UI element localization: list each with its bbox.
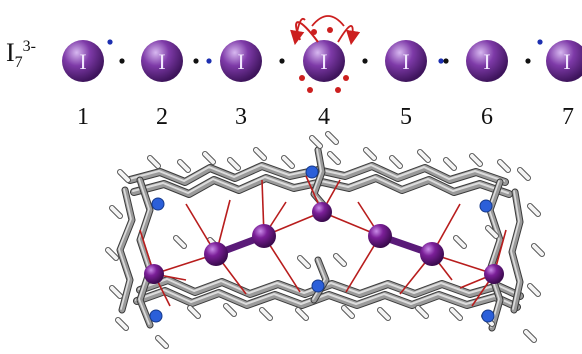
hydrogen-22: [224, 304, 236, 316]
left-arrow-head: [290, 17, 306, 46]
hydrogen-35: [326, 132, 338, 144]
lone-pair-electron-2: [327, 27, 333, 33]
atom-symbol-5: I: [402, 49, 409, 74]
nitrogen-1: [151, 197, 165, 211]
hydrogen-26: [378, 308, 390, 320]
hydrogen-10: [418, 150, 430, 162]
iodine-sphere-4: [312, 202, 332, 222]
atom-symbol-4: I: [320, 49, 327, 74]
hydrogen-31: [532, 244, 544, 256]
hydrogen-28: [450, 308, 462, 320]
hydrogen-36: [298, 256, 310, 268]
electron-atom-7: [537, 39, 543, 45]
iodine-atom-7: [546, 40, 582, 82]
hydrogen-37: [334, 254, 346, 266]
dot-2-3-black: [193, 58, 199, 64]
atom-number-4: 4: [318, 104, 330, 130]
hydrogen-16: [110, 206, 122, 218]
iodine-atom-3: [220, 40, 262, 82]
formula-label: I73-: [6, 38, 36, 72]
iodine-atom-5: [385, 40, 427, 82]
crystal-structure-rendering: [105, 131, 545, 349]
dot-3-4: [279, 58, 285, 64]
nitrogen-5: [311, 279, 325, 293]
lone-pair-electron-3: [299, 75, 305, 81]
hydrogen-20: [156, 336, 168, 348]
iodine-sphere-5: [368, 224, 392, 248]
hydrogen-13: [498, 160, 510, 172]
hydrogen-25: [342, 306, 354, 318]
nitrogen-4: [149, 309, 163, 323]
lone-pair-electron-6: [343, 75, 349, 81]
electron-atom-1: [107, 39, 113, 45]
dot-6-7: [525, 58, 531, 64]
iodine-atom-6: [466, 40, 508, 82]
right-curved-arrow: [337, 25, 361, 46]
iodine-atom-2: [141, 40, 183, 82]
hydrogen-32: [528, 284, 540, 296]
hydrogen-9: [390, 156, 402, 168]
hydrogen-27: [416, 306, 428, 318]
dot-5-6-blue: [438, 58, 444, 64]
hydrogen-33: [524, 330, 536, 342]
atom-number-6: 6: [481, 104, 493, 130]
iodine-atom-1: [62, 40, 104, 82]
hydrogen-30: [528, 204, 540, 216]
iodine-atom-4: [303, 40, 345, 82]
atom-number-7: 7: [562, 104, 574, 130]
dot-4-5: [362, 58, 368, 64]
nitrogen-3: [479, 199, 493, 213]
formula-base: I: [6, 38, 15, 67]
hydrogen-4: [228, 158, 240, 170]
hydrogen-7: [328, 152, 340, 164]
hydrogen-6: [282, 156, 294, 168]
hydrogen-12: [470, 154, 482, 166]
lone-pair-electron-4: [307, 87, 313, 93]
hydrogen-24: [296, 308, 308, 320]
atom-symbol-2: I: [158, 49, 165, 74]
hydrogen-18: [110, 286, 122, 298]
top-arrow-arc: [311, 15, 345, 27]
atom-symbol-6: I: [483, 49, 490, 74]
lone-pair-electron-5: [335, 87, 341, 93]
hydrogen-41: [486, 226, 498, 238]
nitrogen-2: [305, 165, 319, 179]
dot-1-2: [119, 58, 125, 64]
atom-number-5: 5: [400, 104, 412, 130]
hydrogen-17: [106, 248, 118, 260]
atom-symbol-3: I: [237, 49, 244, 74]
dot-5-6: [443, 58, 449, 64]
hydrogen-19: [116, 318, 128, 330]
hydrogen-14: [518, 168, 530, 180]
iodine-sphere-2: [204, 242, 228, 266]
iodine-sphere-7: [484, 264, 504, 284]
atom-symbol-7: I: [563, 49, 570, 74]
hydrogen-1: [148, 156, 160, 168]
formula-subscript: 7: [14, 54, 23, 71]
hydrogen-21: [188, 306, 200, 318]
iodine-sphere-3: [252, 224, 276, 248]
atom-number-3: 3: [235, 104, 247, 130]
hydrogen-3: [203, 152, 215, 164]
atom-number-2: 2: [156, 104, 168, 130]
hydrogen-2: [178, 160, 190, 172]
atom-number-1: 1: [77, 104, 89, 130]
formula-superscript: 3-: [22, 38, 36, 55]
nitrogen-6: [481, 309, 495, 323]
hydrogen-39: [454, 236, 466, 248]
hydrogen-34: [310, 136, 322, 148]
hydrogen-8: [364, 148, 376, 160]
hydrogen-11: [444, 158, 456, 170]
hydrogen-5: [254, 148, 266, 160]
atom-symbol-1: I: [79, 49, 86, 74]
iodine-sphere-6: [420, 242, 444, 266]
hydrogen-15: [118, 170, 130, 182]
dot-2-3-blue: [206, 58, 212, 64]
hydrogen-40: [174, 236, 186, 248]
iodine-sphere-1: [144, 264, 164, 284]
hydrogen-23: [260, 308, 272, 320]
